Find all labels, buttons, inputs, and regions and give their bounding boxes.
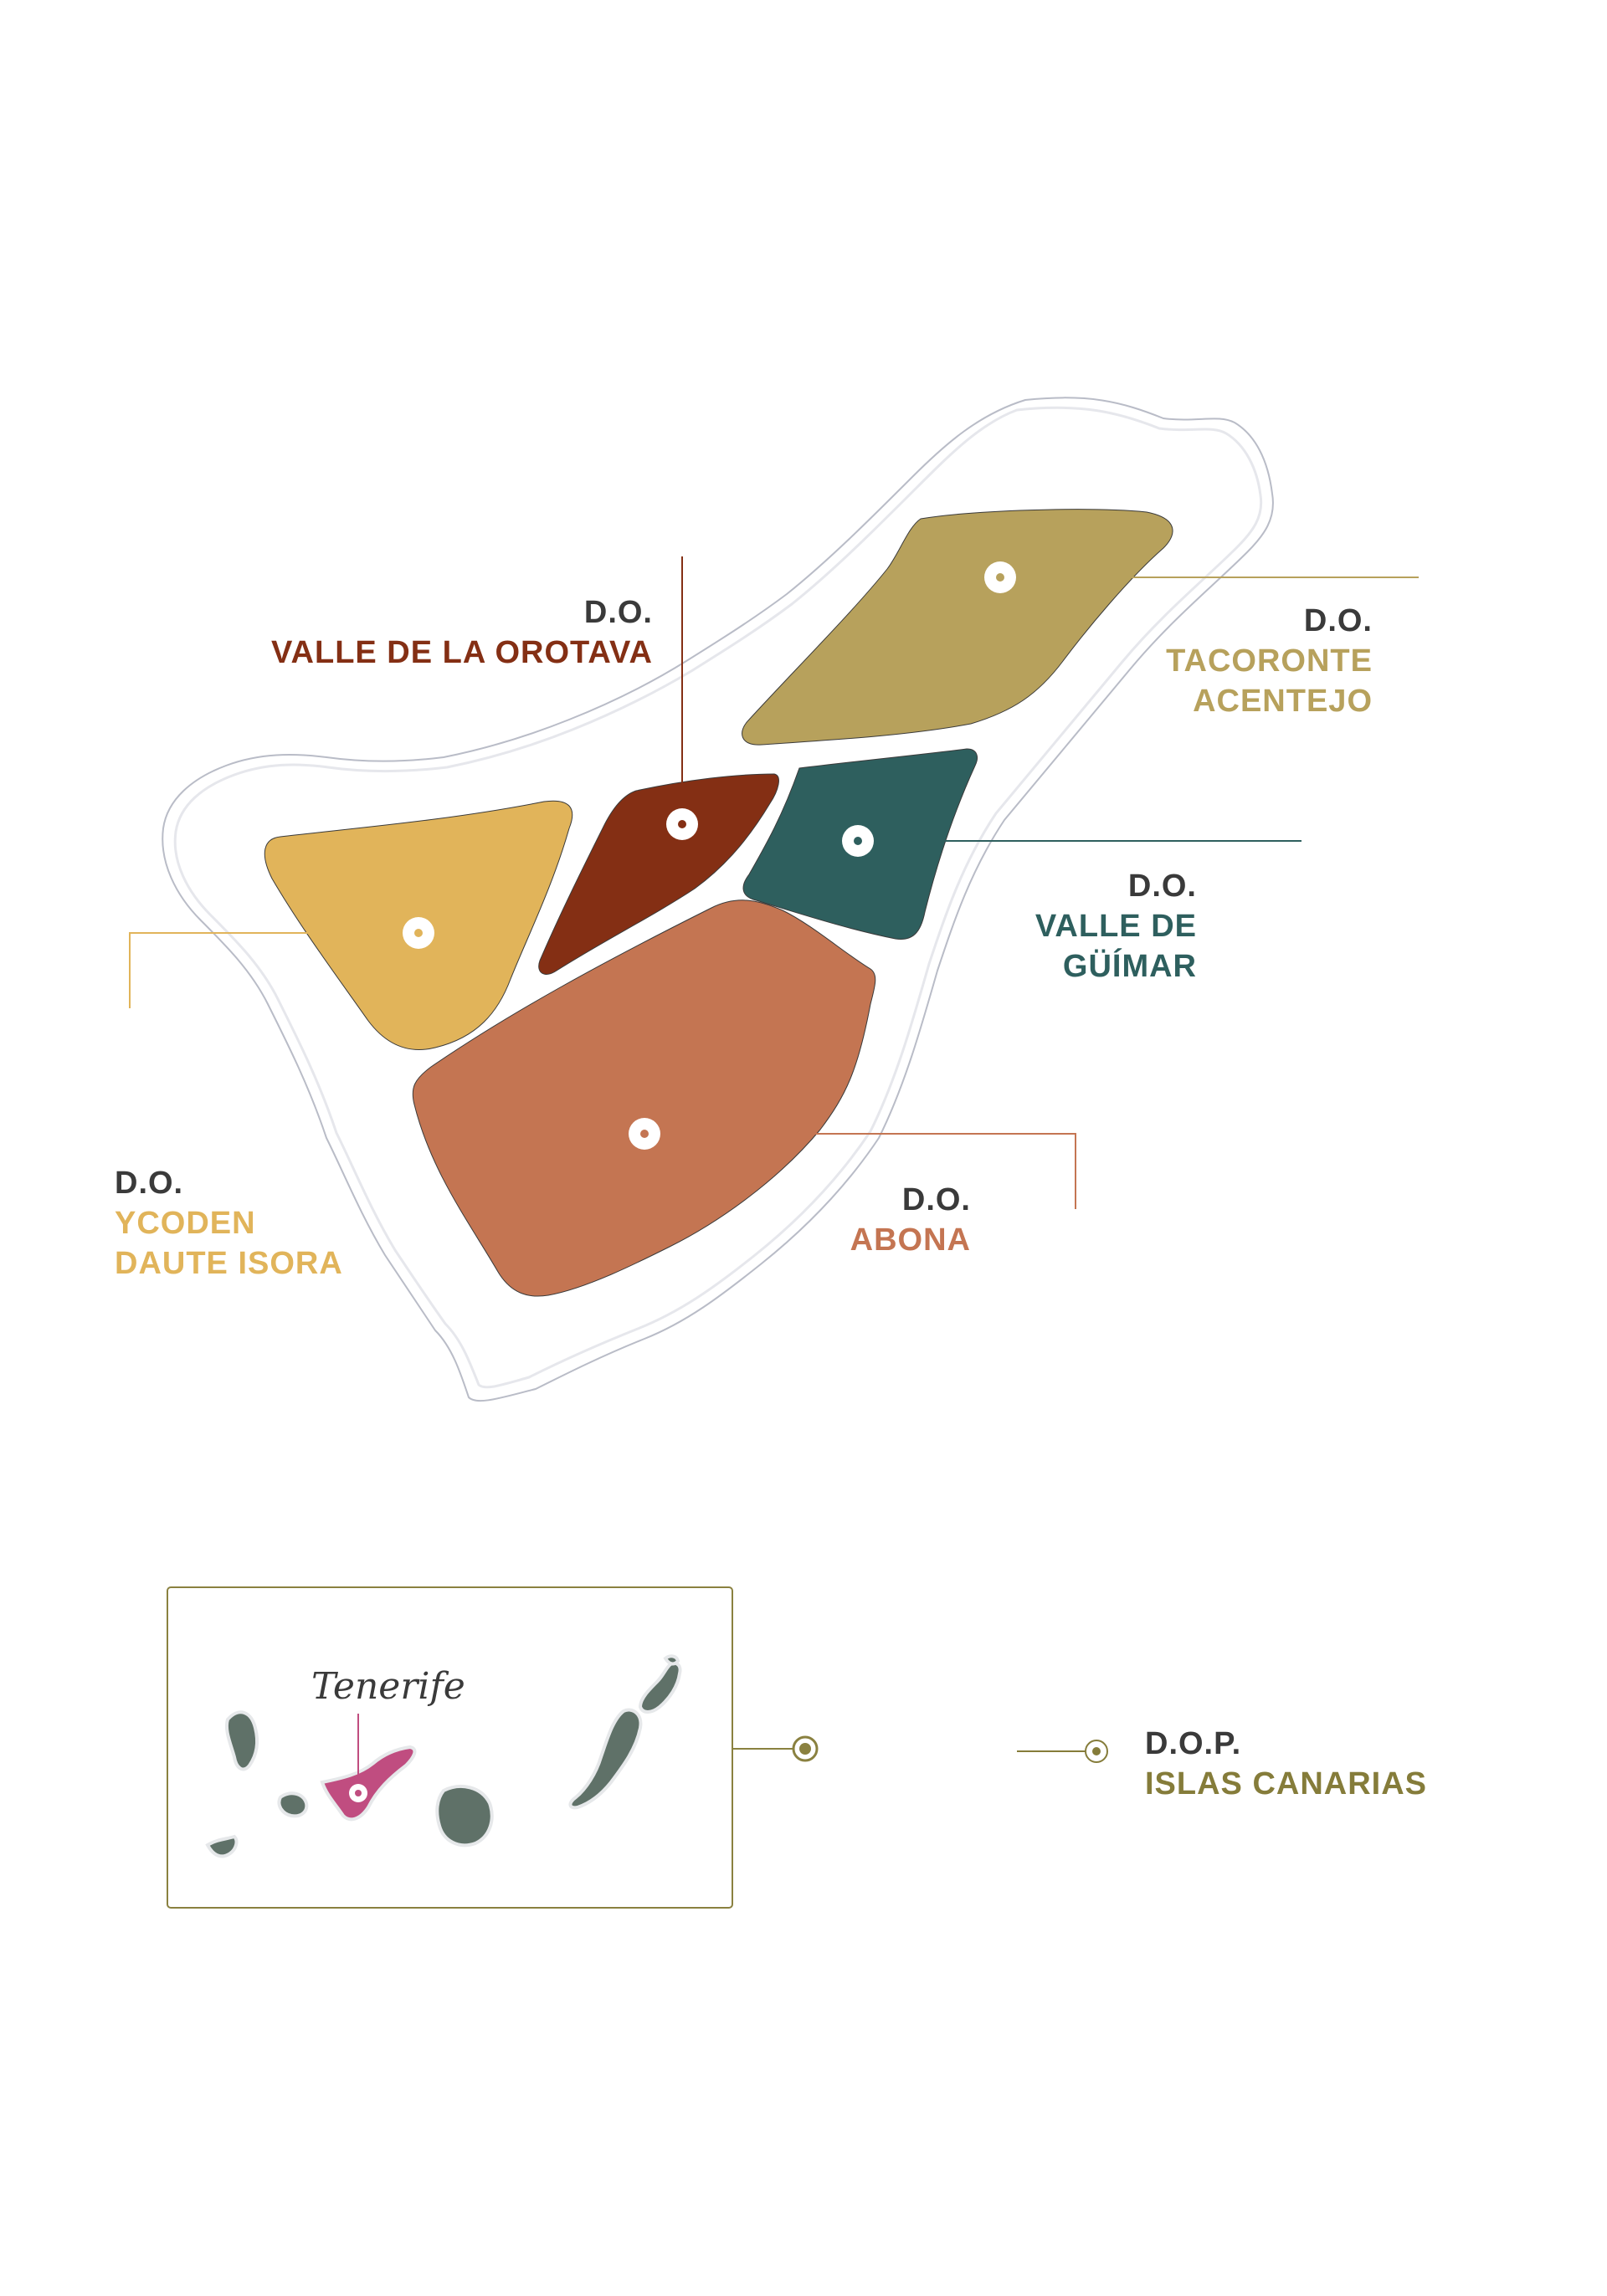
marker-ycoden[interactable]: [403, 917, 434, 949]
island-la-palma: [225, 1710, 259, 1771]
label-dop-name: ISLAS CANARIAS: [1145, 1766, 1428, 1801]
region-abona[interactable]: [412, 899, 876, 1297]
label-guimar-name-1: VALLE DE: [1035, 909, 1197, 944]
dop-marker: [1085, 1740, 1108, 1763]
island-fuerteventura: [568, 1708, 643, 1810]
marker-abona[interactable]: [629, 1118, 660, 1150]
label-abona-prefix: D.O.: [901, 1182, 971, 1217]
label-tacoronte: D.O. TACORONTE ACENTEJO: [1038, 601, 1373, 721]
label-guimar: D.O. VALLE DE GÜÍMAR: [862, 866, 1197, 987]
label-abona: D.O. ABONA: [670, 1180, 971, 1260]
region-tacoronte[interactable]: [742, 509, 1173, 746]
island-la-gomera: [277, 1791, 309, 1818]
island-el-hierro: [205, 1834, 239, 1858]
inset-tenerife-label: Tenerife: [311, 1665, 465, 1708]
region-orotava[interactable]: [538, 773, 779, 975]
label-ycoden-name-2: DAUTE ISORA: [115, 1246, 343, 1281]
label-tacoronte-name-2: ACENTEJO: [1193, 684, 1373, 719]
island-tenerife-highlight: [320, 1745, 417, 1822]
marker-guimar[interactable]: [842, 825, 874, 857]
island-gran-canaria: [435, 1785, 494, 1848]
label-abona-name: ABONA: [850, 1222, 971, 1258]
label-orotava-prefix: D.O.: [583, 595, 653, 630]
label-tacoronte-prefix: D.O.: [1303, 603, 1373, 638]
leader-abona: [644, 1133, 1076, 1209]
marker-orotava[interactable]: [666, 808, 698, 840]
inset-connector-dot: [792, 1735, 819, 1762]
inset-frame: [167, 1586, 733, 1909]
label-orotava-name: VALLE DE LA OROTAVA: [271, 635, 653, 670]
label-ycoden: D.O. YCODEN DAUTE ISORA: [115, 1163, 449, 1284]
label-guimar-prefix: D.O.: [1127, 869, 1197, 904]
label-dop: D.O.P. ISLAS CANARIAS: [1145, 1724, 1563, 1804]
label-ycoden-prefix: D.O.: [115, 1166, 184, 1201]
label-tacoronte-name-1: TACORONTE: [1166, 643, 1373, 679]
label-dop-prefix: D.O.P.: [1145, 1726, 1242, 1761]
island-lanzarote: [638, 1661, 682, 1714]
tenerife-outline: [162, 397, 1274, 1402]
label-guimar-name-2: GÜÍMAR: [1062, 949, 1197, 984]
label-orotava: D.O. VALLE DE LA OROTAVA: [218, 592, 653, 673]
canary-islands-inset: [205, 1654, 682, 1858]
label-ycoden-name-1: YCODEN: [115, 1206, 256, 1241]
marker-tacoronte[interactable]: [984, 561, 1016, 593]
leader-ycoden: [129, 932, 418, 1008]
